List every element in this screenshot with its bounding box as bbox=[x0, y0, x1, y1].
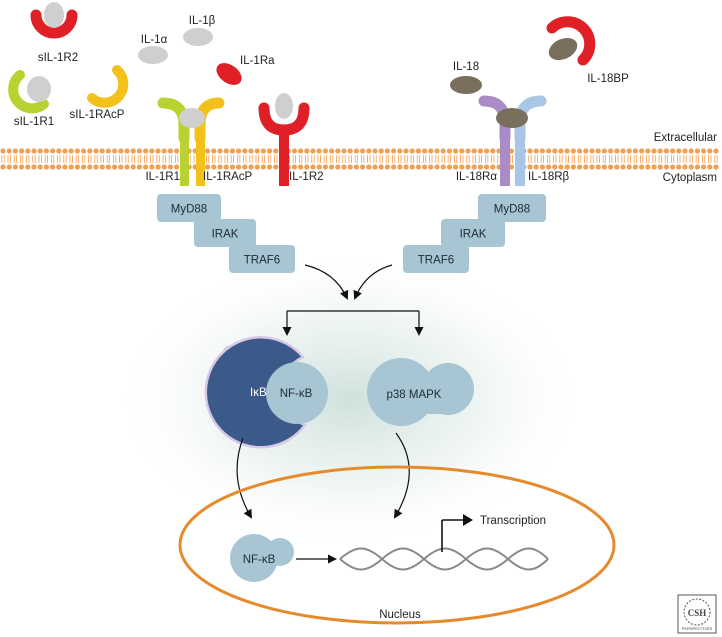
right-myd88-box bbox=[478, 194, 546, 222]
right-myd88-label: MyD88 bbox=[494, 204, 530, 216]
il1r1-il1racp-complex bbox=[157, 97, 225, 186]
left-traf6-box bbox=[229, 245, 295, 273]
il1-alpha-ligand bbox=[138, 46, 168, 64]
left-myd88-box bbox=[157, 194, 221, 222]
csh-perspectives-logo: CSH PERSPECTIVES bbox=[677, 594, 717, 634]
il1r2-label: IL-1R2 bbox=[289, 171, 324, 183]
il1-beta-label: IL-1β bbox=[189, 15, 216, 27]
ikb-nfkb-complex: IκB NF-κB bbox=[204, 336, 328, 449]
nfkb-circle bbox=[266, 362, 328, 424]
sil1r2-label: sIL-1R2 bbox=[38, 52, 78, 64]
left-cascade: MyD88 IRAK TRAF6 bbox=[157, 194, 295, 273]
p38-to-nucleus-arrow bbox=[393, 432, 410, 519]
right-cascade: MyD88 IRAK TRAF6 bbox=[403, 194, 546, 273]
left-irak-box bbox=[194, 219, 256, 247]
cytoplasm-label: Cytoplasm bbox=[663, 172, 717, 184]
cell-membrane bbox=[0, 148, 719, 170]
svg-text:PERSPECTIVES: PERSPECTIVES bbox=[682, 626, 713, 631]
il1-alpha-label: IL-1α bbox=[141, 34, 168, 46]
il18bp-complex bbox=[546, 16, 596, 66]
left-irak-label: IRAK bbox=[212, 229, 239, 241]
il1-beta-ligand bbox=[183, 28, 213, 46]
il18-label: IL-18 bbox=[453, 61, 479, 73]
nucleus-label: Nucleus bbox=[379, 609, 421, 621]
p38-mapk: p38 MAPK bbox=[367, 358, 474, 426]
il1ra-ligand bbox=[216, 63, 242, 85]
transcription-arrow bbox=[441, 514, 473, 552]
transcription-label: Transcription bbox=[480, 515, 546, 527]
right-converge-arrow bbox=[353, 264, 393, 300]
sil1racp-label: sIL-1RAcP bbox=[70, 109, 125, 121]
right-traf6-label: TRAF6 bbox=[418, 255, 454, 267]
p38-label: p38 MAPK bbox=[387, 389, 442, 401]
nuclear-nfkb-label: NF-κB bbox=[243, 554, 276, 566]
right-irak-label: IRAK bbox=[460, 229, 487, 241]
cytoplasm-glow bbox=[110, 250, 590, 550]
sil1r1-receptor bbox=[8, 70, 51, 114]
il1r1-label: IL-1R1 bbox=[145, 171, 180, 183]
il1ra-label: IL-1Ra bbox=[240, 55, 275, 67]
ikb-label: IκB bbox=[250, 387, 267, 399]
il18bp-label: IL-18BP bbox=[587, 73, 629, 85]
il18ra-label: IL-18Rα bbox=[456, 171, 498, 183]
sil1racp-receptor bbox=[87, 65, 129, 108]
branch-bracket bbox=[282, 310, 424, 336]
nuclear-nfkb: NF-κB bbox=[230, 534, 294, 582]
left-myd88-label: MyD88 bbox=[171, 204, 207, 216]
il1r2-decoy-receptor bbox=[258, 93, 310, 186]
left-converge-arrow bbox=[304, 264, 349, 300]
left-traf6-label: TRAF6 bbox=[244, 255, 280, 267]
svg-text:CSH: CSH bbox=[688, 608, 707, 618]
nfkb-label: NF-κB bbox=[280, 388, 313, 400]
extracellular-label: Extracellular bbox=[654, 132, 717, 144]
il18r-complex bbox=[478, 95, 547, 186]
il1racp-label: IL-1RAcP bbox=[203, 171, 253, 183]
il18rb-label: IL-18Rβ bbox=[528, 171, 570, 183]
dna-helix bbox=[339, 547, 549, 571]
nucleus bbox=[178, 465, 616, 625]
sil1r1-label: sIL-1R1 bbox=[14, 116, 54, 128]
right-irak-box bbox=[441, 219, 505, 247]
right-traf6-box bbox=[403, 245, 469, 273]
nfkb-translocation-arrow bbox=[236, 437, 253, 519]
il18-ligand bbox=[450, 76, 482, 94]
sil1r2-receptor bbox=[30, 2, 78, 39]
